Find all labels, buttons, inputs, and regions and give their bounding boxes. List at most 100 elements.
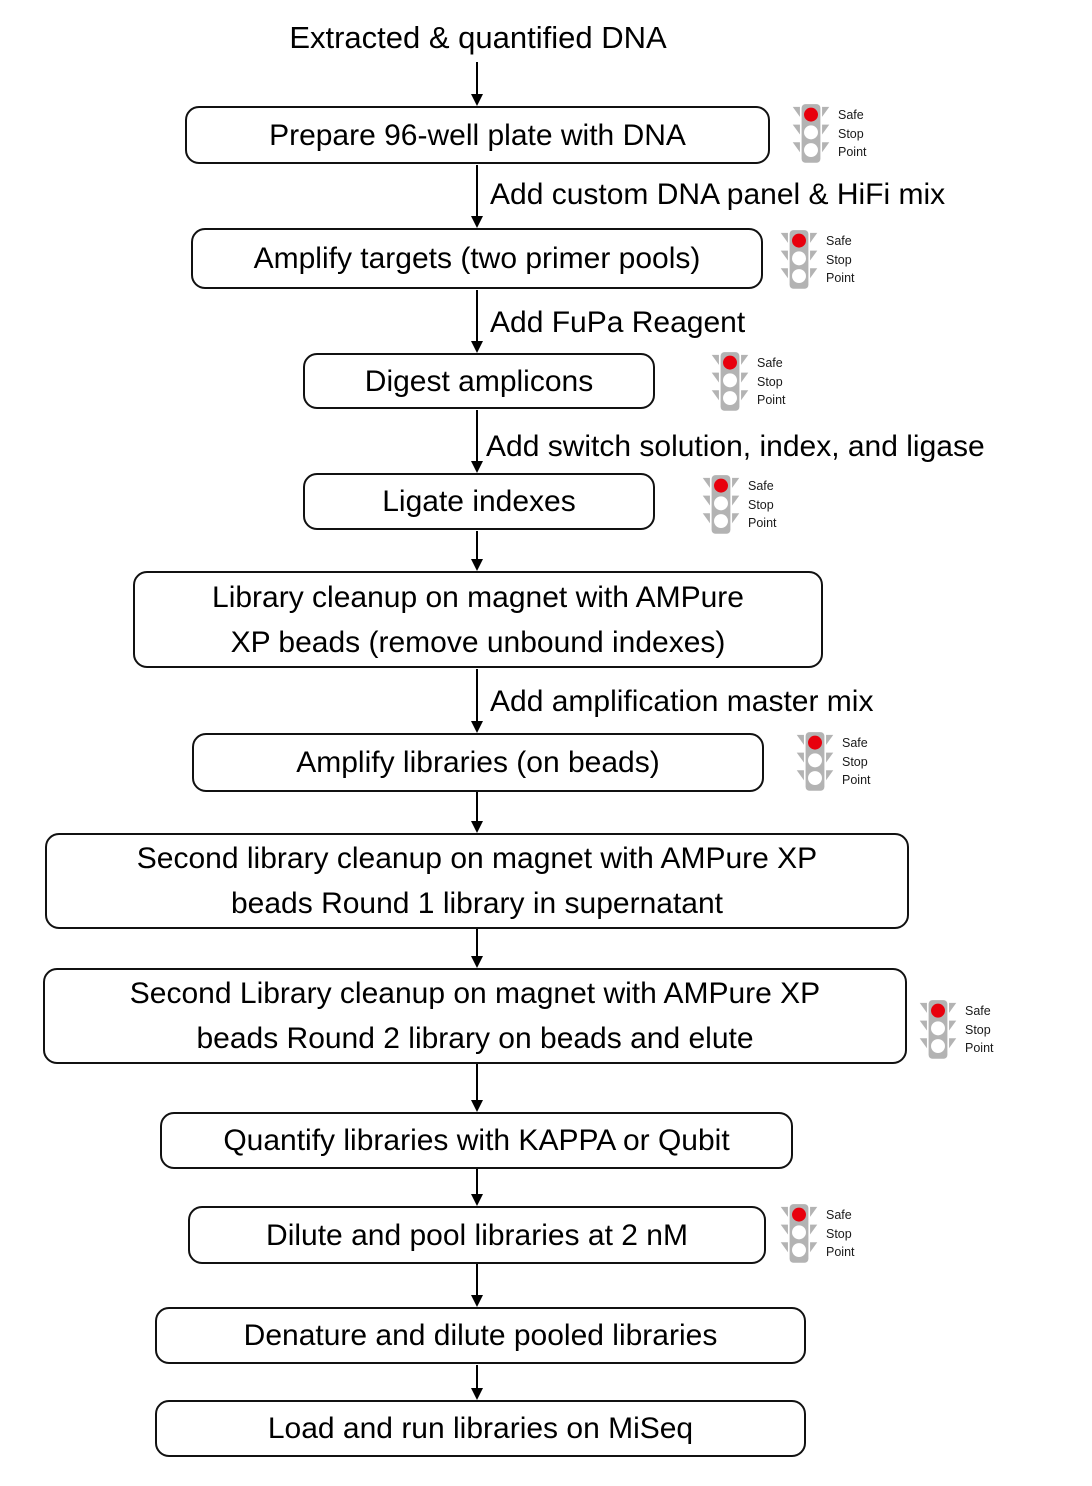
safe-stop-point-text: Safe Stop Point [826,232,855,288]
step-label: beads Round 2 library on beads and elute [196,1022,754,1055]
step-label: Amplify targets (two primer pools) [253,242,701,275]
flow-arrow-2 [470,165,484,228]
safe-stop-line-2: Stop [826,252,852,267]
traffic-light-icon [780,1204,818,1263]
flow-arrow-4 [470,410,484,473]
safe-stop-line-2: Stop [842,754,868,769]
traffic-light-icon [796,732,834,791]
middle-light [792,251,806,266]
step-box-second-cleanup-round1: Second library cleanup on magnet with AM… [45,833,909,929]
step-label: Library cleanup on magnet with AMPure [212,580,744,614]
safe-stop-point-text: Safe Stop Point [748,477,777,533]
safe-stop-point-icon: Safe Stop Point [791,103,867,165]
safe-stop-line-1: Safe [965,1003,991,1018]
start-node-label: Extracted & quantified DNA [289,20,667,55]
safe-stop-point-icon: Safe Stop Point [710,351,786,413]
step-box-amplify-targets: Amplify targets (two primer pools) [191,228,763,289]
safe-stop-point-icon: Safe Stop Point [779,1203,855,1265]
middle-light [714,496,728,511]
bottom-light [808,771,822,786]
red-light [792,233,806,248]
safe-stop-line-3: Point [826,1245,855,1260]
safe-stop-point-icon: Safe Stop Point [779,229,855,291]
red-light [804,107,818,122]
flow-arrow-1 [470,62,484,106]
bottom-light [792,269,806,284]
step-box-dilute-pool: Dilute and pool libraries at 2 nM [188,1206,766,1264]
edge-label-add-panel: Add custom DNA panel & HiFi mix [490,178,946,211]
step-box-ligate-indexes: Ligate indexes [303,473,655,530]
traffic-light-icon [702,475,740,534]
edge-label-add-fupa: Add FuPa Reagent [490,306,746,339]
safe-stop-point-text: Safe Stop Point [842,734,871,790]
step-label: Load and run libraries on MiSeq [267,1412,694,1445]
bottom-light [792,1243,806,1258]
safe-stop-line-1: Safe [757,355,783,370]
edge-label-add-switch: Add switch solution, index, and ligase [486,430,985,463]
safe-stop-line-3: Point [842,773,871,788]
middle-light [808,753,822,768]
traffic-light-icon [780,230,818,289]
flow-arrow-3 [470,290,484,353]
middle-light [804,125,818,140]
safe-stop-line-2: Stop [757,374,783,389]
red-light [792,1207,806,1222]
middle-light [931,1021,945,1036]
flow-arrow-7 [470,792,484,833]
traffic-light-icon [711,352,749,411]
safe-stop-line-1: Safe [842,735,868,750]
red-light [714,478,728,493]
safe-stop-line-3: Point [826,271,855,286]
safe-stop-point-text: Safe Stop Point [838,106,867,162]
safe-stop-line-3: Point [748,516,777,531]
safe-stop-line-2: Stop [965,1022,991,1037]
step-label: Amplify libraries (on beads) [296,746,660,779]
red-light [723,355,737,370]
bottom-light [931,1039,945,1054]
safe-stop-line-3: Point [757,393,786,408]
safe-stop-line-1: Safe [748,478,774,493]
step-box-second-cleanup-round2: Second Library cleanup on magnet with AM… [43,968,907,1064]
flow-arrow-6 [470,669,484,733]
traffic-light-icon [919,1000,957,1059]
safe-stop-line-1: Safe [826,1207,852,1222]
safe-stop-point-icon: Safe Stop Point [701,474,777,536]
flow-arrow-8 [470,929,484,968]
step-box-prepare-plate: Prepare 96-well plate with DNA [185,106,770,164]
safe-stop-line-3: Point [965,1041,994,1056]
step-label: Dilute and pool libraries at 2 nM [266,1218,688,1252]
step-box-digest-amplicons: Digest amplicons [303,353,655,409]
step-label: Second library cleanup on magnet with AM… [136,842,818,875]
step-label: XP beads (remove unbound indexes) [230,625,726,659]
safe-stop-line-1: Safe [838,107,864,122]
safe-stop-line-2: Stop [826,1226,852,1241]
step-label: Prepare 96-well plate with DNA [269,118,686,152]
safe-stop-point-icon: Safe Stop Point [918,999,994,1061]
red-light [931,1003,945,1018]
middle-light [792,1225,806,1240]
flow-arrow-10 [470,1169,484,1206]
flow-arrow-11 [470,1264,484,1307]
safe-stop-line-2: Stop [838,126,864,141]
safe-stop-point-text: Safe Stop Point [826,1206,855,1262]
bottom-light [723,391,737,406]
safe-stop-line-3: Point [838,145,867,160]
step-box-denature-dilute: Denature and dilute pooled libraries [155,1307,806,1364]
step-label: Second Library cleanup on magnet with AM… [129,977,821,1010]
traffic-light-icon [792,104,830,163]
step-label: Quantify libraries with KAPPA or Qubit [223,1124,730,1157]
step-label: beads Round 1 library in supernatant [231,887,723,920]
step-label: Digest amplicons [364,364,594,398]
flow-arrow-9 [470,1064,484,1112]
edge-label-add-master-mix: Add amplification master mix [490,685,874,718]
red-light [808,735,822,750]
flow-arrow-5 [470,531,484,571]
bottom-light [714,514,728,529]
safe-stop-point-text: Safe Stop Point [965,1002,994,1058]
bottom-light [804,143,818,158]
step-label: Denature and dilute pooled libraries [243,1319,718,1352]
middle-light [723,373,737,388]
safe-stop-point-icon: Safe Stop Point [795,731,871,793]
step-box-amplify-libraries: Amplify libraries (on beads) [192,733,764,792]
